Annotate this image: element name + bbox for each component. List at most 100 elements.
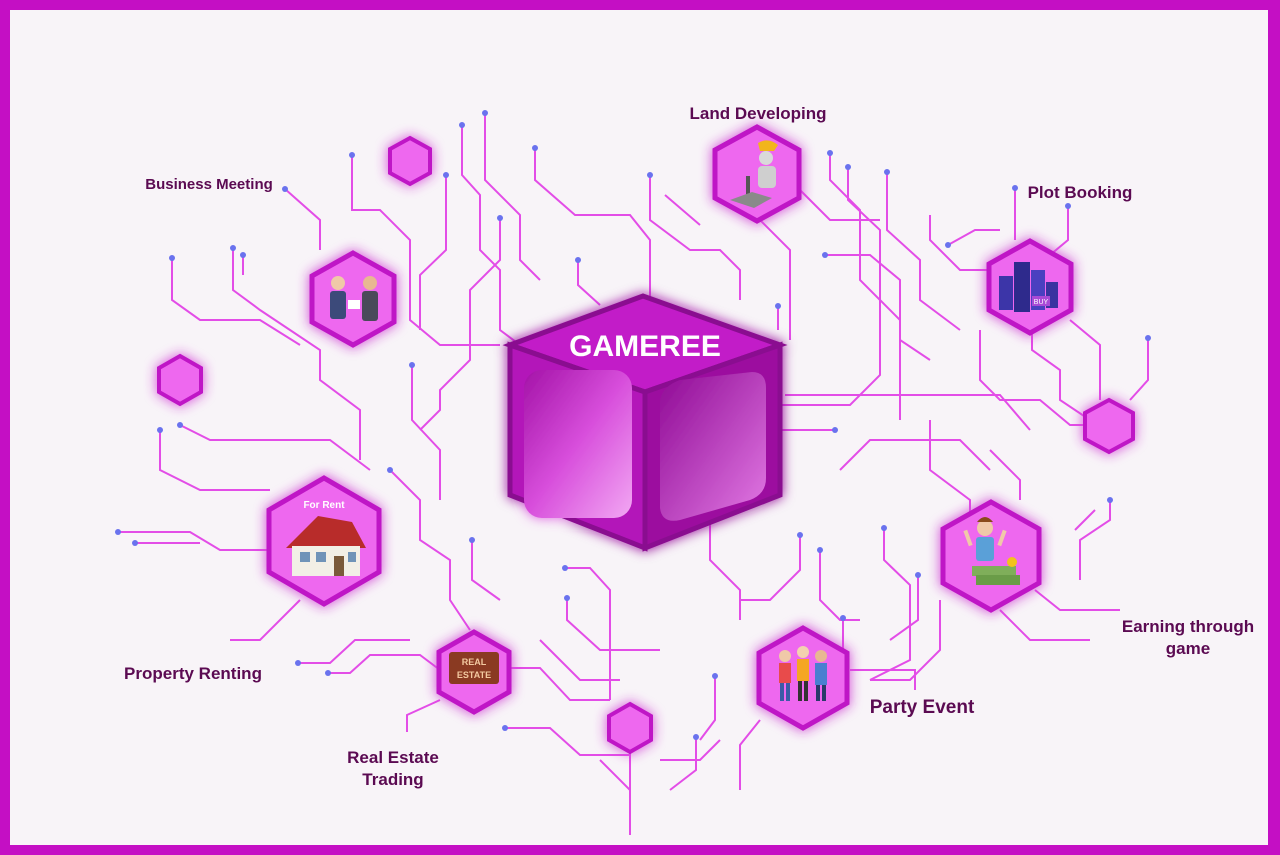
- circuit-trace: [740, 535, 801, 601]
- circuit-endpoint-dot: [832, 427, 838, 433]
- circuit-trace: [1129, 338, 1149, 401]
- hex-node-party-event: [756, 625, 850, 731]
- circuit-endpoint-dot: [469, 537, 475, 543]
- circuit-trace: [284, 188, 321, 250]
- circuit-trace: [389, 469, 471, 631]
- circuit-trace: [780, 240, 881, 406]
- circuit-trace: [870, 600, 941, 681]
- circuit-trace: [577, 260, 601, 306]
- circuit-endpoint-dot: [459, 122, 465, 128]
- circuit-endpoint-dot: [881, 525, 887, 531]
- circuit-endpoint-dot: [325, 670, 331, 676]
- circuit-trace: [1069, 319, 1101, 400]
- circuit-endpoint-dot: [387, 467, 393, 473]
- circuit-endpoint-dot: [1012, 185, 1018, 191]
- circuit-trace: [850, 669, 916, 690]
- circuit-trace: [419, 175, 447, 330]
- circuit-trace: [739, 719, 761, 790]
- hex-node-real-estate-trading: REAL ESTATE: [436, 629, 512, 715]
- circuit-endpoint-dot: [240, 252, 246, 258]
- label-real-estate-trading: Real Estate Trading: [347, 748, 439, 789]
- circuit-trace: [889, 575, 919, 641]
- circuit-endpoint-dot: [497, 215, 503, 221]
- circuit-trace: [159, 430, 270, 491]
- circuit-trace: [565, 567, 611, 700]
- circuit-endpoint-dot: [295, 660, 301, 666]
- circuit-trace: [510, 667, 610, 701]
- circuit-endpoint-dot: [564, 595, 570, 601]
- hex-node-small-left: [157, 353, 203, 407]
- hex-node-earning-through-game: [940, 499, 1042, 613]
- svg-text:REAL: REAL: [462, 657, 487, 667]
- real-estate-sign-icon: REAL ESTATE: [449, 652, 499, 684]
- circuit-trace: [709, 520, 741, 620]
- hex-node-small-right: [1083, 397, 1135, 455]
- circuit-endpoint-dot: [532, 145, 538, 151]
- hex-node-small-top: [388, 135, 432, 187]
- circuit-endpoint-dot: [822, 252, 828, 258]
- label-earning-through-game: Earning through game: [1121, 617, 1255, 658]
- circuit-trace: [869, 528, 911, 681]
- label-property-renting: Property Renting: [124, 664, 262, 683]
- hex-node-land-developing: [712, 124, 802, 224]
- circuit-trace: [298, 639, 410, 664]
- circuit-trace: [406, 699, 441, 732]
- circuit-trace: [989, 449, 1021, 500]
- label-party-event: Party Event: [869, 697, 975, 718]
- circuit-traces: [118, 113, 1149, 835]
- circuit-endpoint-dot: [1065, 203, 1071, 209]
- circuit-trace: [979, 330, 1090, 426]
- circuit-trace: [823, 254, 931, 361]
- worker-drill-icon: [730, 140, 778, 208]
- circuit-trace: [505, 727, 630, 756]
- circuit-endpoint-dot: [575, 257, 581, 263]
- label-business-meeting: Business Meeting: [145, 176, 273, 193]
- circuit-endpoint-dot: [827, 150, 833, 156]
- circuit-trace: [1031, 330, 1091, 421]
- circuit-trace: [419, 218, 501, 431]
- circuit-endpoint-dot: [693, 734, 699, 740]
- circuit-endpoint-dot: [230, 245, 236, 251]
- buildings-buy-icon: BUY: [999, 262, 1058, 312]
- circuit-endpoint-dot: [647, 172, 653, 178]
- label-land-developing: Land Developing: [689, 104, 827, 123]
- hex-node-property-renting: For Rent: [266, 475, 382, 607]
- circuit-trace: [539, 639, 620, 681]
- center-title: GAMEREE: [569, 330, 721, 363]
- circuit-endpoint-dot: [443, 172, 449, 178]
- circuit-trace: [929, 420, 971, 520]
- hex-node-small-bottom: [607, 701, 653, 755]
- circuit-endpoint-dot: [775, 303, 781, 309]
- svg-text:ESTATE: ESTATE: [457, 670, 491, 680]
- house-for-rent-icon: For Rent: [286, 500, 366, 576]
- circuit-endpoint-dot: [177, 422, 183, 428]
- circuit-trace: [669, 737, 697, 791]
- circuit-endpoint-dot: [1145, 335, 1151, 341]
- circuit-trace: [699, 676, 716, 741]
- circuit-endpoints: [115, 110, 1151, 740]
- circuit-endpoint-dot: [349, 152, 355, 158]
- circuit-trace: [664, 194, 701, 226]
- hex-node-business-meeting: [309, 250, 397, 348]
- circuit-trace: [230, 599, 301, 641]
- circuit-trace: [471, 540, 501, 601]
- circuit-endpoint-dot: [817, 547, 823, 553]
- circuit-trace: [785, 394, 1031, 431]
- businessmen-icon: [330, 276, 378, 321]
- hex-node-plot-booking: BUY: [986, 238, 1074, 336]
- circuit-trace: [649, 175, 741, 300]
- circuit-trace: [351, 155, 500, 346]
- circuit-endpoint-dot: [562, 565, 568, 571]
- circuit-trace: [461, 125, 521, 346]
- circuit-trace: [232, 248, 361, 460]
- circuit-endpoint-dot: [945, 242, 951, 248]
- circuit-trace: [411, 365, 441, 500]
- circuit-endpoint-dot: [845, 164, 851, 170]
- circuit-trace: [999, 609, 1090, 641]
- circuit-endpoint-dot: [915, 572, 921, 578]
- circuit-trace: [839, 439, 991, 471]
- circuit-trace: [1049, 206, 1069, 256]
- circuit-endpoint-dot: [1107, 497, 1113, 503]
- circuit-trace: [759, 219, 791, 340]
